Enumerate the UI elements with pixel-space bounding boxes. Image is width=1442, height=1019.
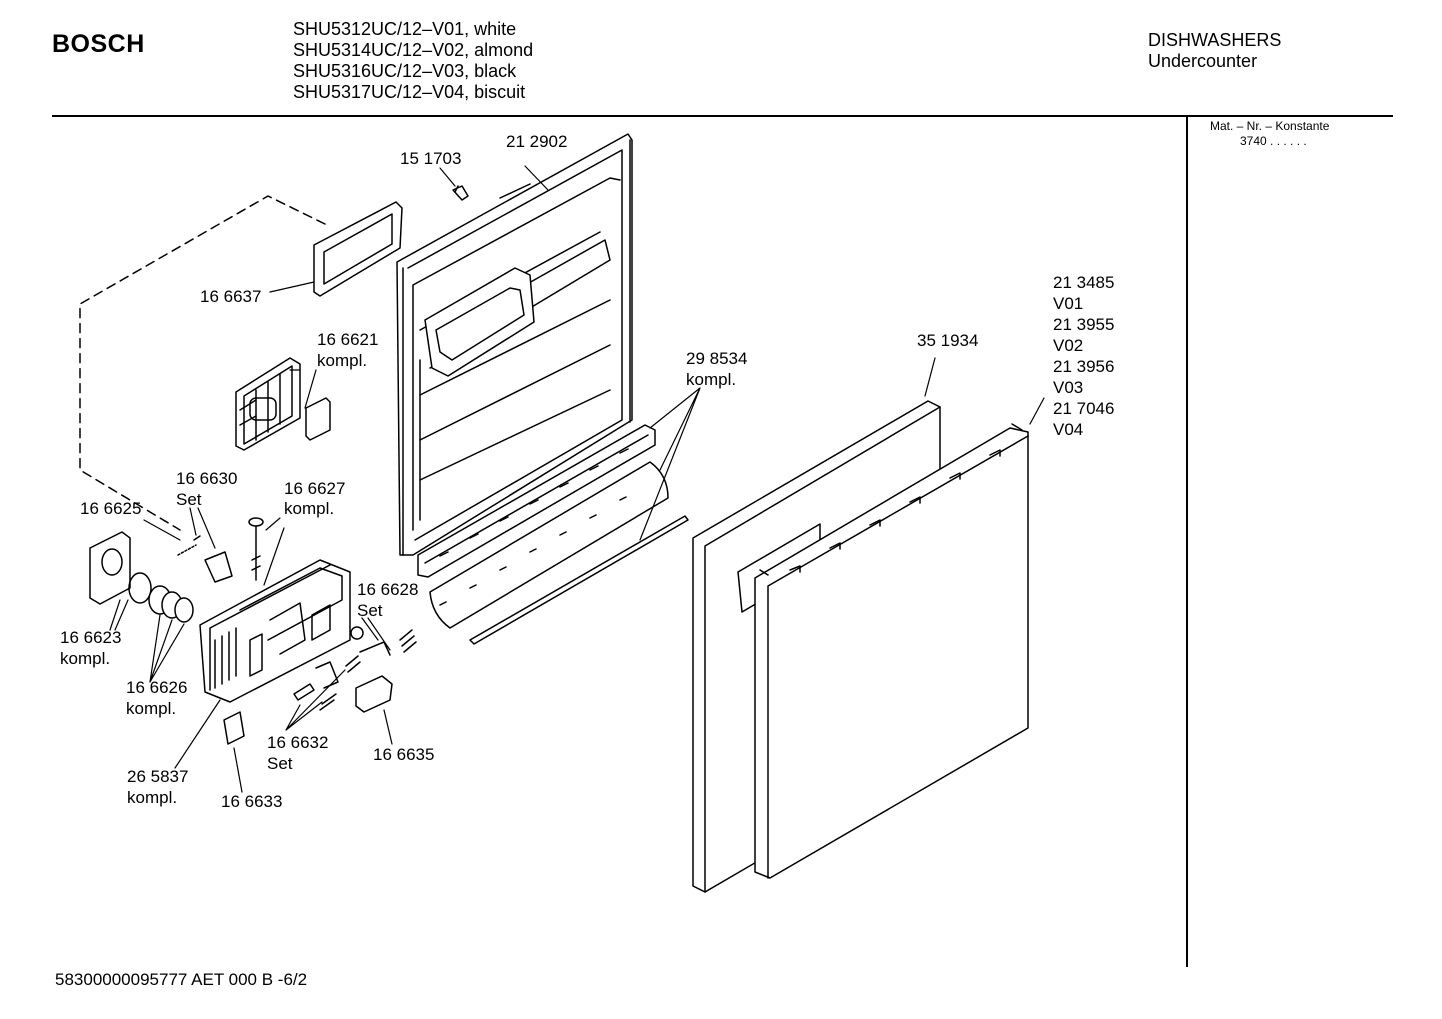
part-label: kompl. [127, 788, 178, 807]
part-label: 16 6630 [176, 469, 238, 488]
screw-part [452, 185, 469, 201]
material-number-value: 3740 . . . . . . [1240, 134, 1307, 148]
part-label: 35 1934 [917, 331, 979, 350]
part-label: 26 5837 [127, 767, 189, 786]
part-label: Set [267, 754, 293, 773]
part-label: 16 6635 [373, 745, 435, 764]
brand-logo: BOSCH [52, 30, 145, 58]
material-number-label: Mat. – Nr. – Konstante [1210, 119, 1330, 133]
model-list: SHU5312UC/12–V01, white SHU5314UC/12–V02… [293, 19, 533, 103]
header-divider [52, 115, 1393, 117]
dashed-assembly-guide [79, 195, 326, 531]
category-block: DISHWASHERS Undercounter [1148, 30, 1281, 72]
part-label: kompl. [126, 699, 177, 718]
part-label: 21 3485 [1053, 273, 1115, 292]
part-label: 21 3956 [1053, 357, 1115, 376]
category-subtitle: Undercounter [1148, 51, 1258, 71]
vent-assembly [235, 357, 331, 451]
side-divider [1186, 117, 1188, 967]
part-label: 16 6621 [317, 330, 379, 349]
inner-door-panel [396, 133, 633, 556]
part-label: 16 6632 [267, 733, 329, 752]
latch-set [177, 535, 233, 583]
part-label: 15 1703 [400, 149, 462, 168]
part-label: 29 8534 [686, 349, 748, 368]
micro-switch [355, 675, 393, 713]
clip-part [223, 711, 245, 745]
part-label: 16 6623 [60, 628, 122, 647]
model-line: SHU5312UC/12–V01, white [293, 19, 517, 39]
part-label: 21 7046 [1053, 399, 1115, 418]
part-label: kompl. [60, 649, 111, 668]
part-label: 16 6627 [284, 479, 346, 498]
variant-label: V04 [1053, 420, 1084, 439]
handle-frame [313, 201, 403, 297]
model-line: SHU5317UC/12–V04, biscuit [293, 82, 526, 102]
document-code: 58300000095777 AET 000 B -6/2 [55, 970, 308, 989]
bezel-part [89, 531, 152, 605]
model-line: SHU5314UC/12–V02, almond [293, 40, 534, 60]
front-panel [754, 423, 1029, 879]
material-number-block: Mat. – Nr. – Konstante 3740 . . . . . . [1210, 119, 1329, 149]
model-line: SHU5316UC/12–V03, black [293, 61, 517, 81]
part-label: Set [357, 601, 383, 620]
part-label: 16 6628 [357, 580, 419, 599]
variant-label: V02 [1053, 336, 1084, 355]
variant-label: V03 [1053, 378, 1084, 397]
part-label: 16 6625 [80, 499, 142, 518]
part-label: 16 6637 [200, 287, 262, 306]
part-label: 21 2902 [506, 132, 568, 151]
control-housing [199, 559, 351, 703]
switch-set [350, 626, 417, 656]
part-label: 16 6626 [126, 678, 188, 697]
part-label: 21 3955 [1053, 315, 1115, 334]
leader-lines [109, 165, 1045, 793]
pin-part [248, 517, 264, 581]
variant-label: V01 [1053, 294, 1084, 313]
category-title: DISHWASHERS [1148, 30, 1282, 50]
part-label: Set [176, 490, 202, 509]
knob-rings [148, 585, 194, 623]
part-label: kompl. [284, 499, 335, 518]
part-label: kompl. [317, 351, 368, 370]
part-label: 16 6633 [221, 792, 283, 811]
trim-strip [417, 424, 689, 645]
part-label: kompl. [686, 370, 737, 389]
